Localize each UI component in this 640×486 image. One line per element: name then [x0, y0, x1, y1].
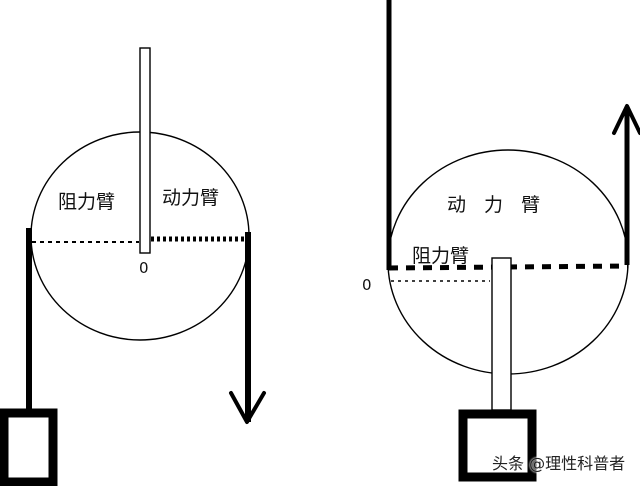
left-fixed-pulley — [0, 47, 266, 486]
right-pulley-hook-bar — [491, 257, 512, 411]
right-effort-arm-label: 动 力 臂 — [447, 194, 547, 216]
right-movable-pulley — [386, 0, 640, 482]
left-pulley-support-bar — [139, 47, 151, 254]
left-resistance-arm-label: 阻力臂 — [58, 191, 116, 213]
right-resistance-arm-label: 阻力臂 — [412, 245, 470, 267]
right-load-box — [458, 409, 537, 482]
right-fulcrum-label: 0 — [362, 276, 372, 294]
left-effort-arm-label: 动力臂 — [162, 187, 220, 209]
left-load-box — [0, 408, 58, 486]
watermark: 头条 @理性科普者 — [492, 454, 626, 473]
right-force-arrow-up-icon — [612, 104, 640, 135]
left-fulcrum-label: 0 — [139, 259, 149, 277]
left-force-arrow-down-icon — [229, 391, 266, 424]
